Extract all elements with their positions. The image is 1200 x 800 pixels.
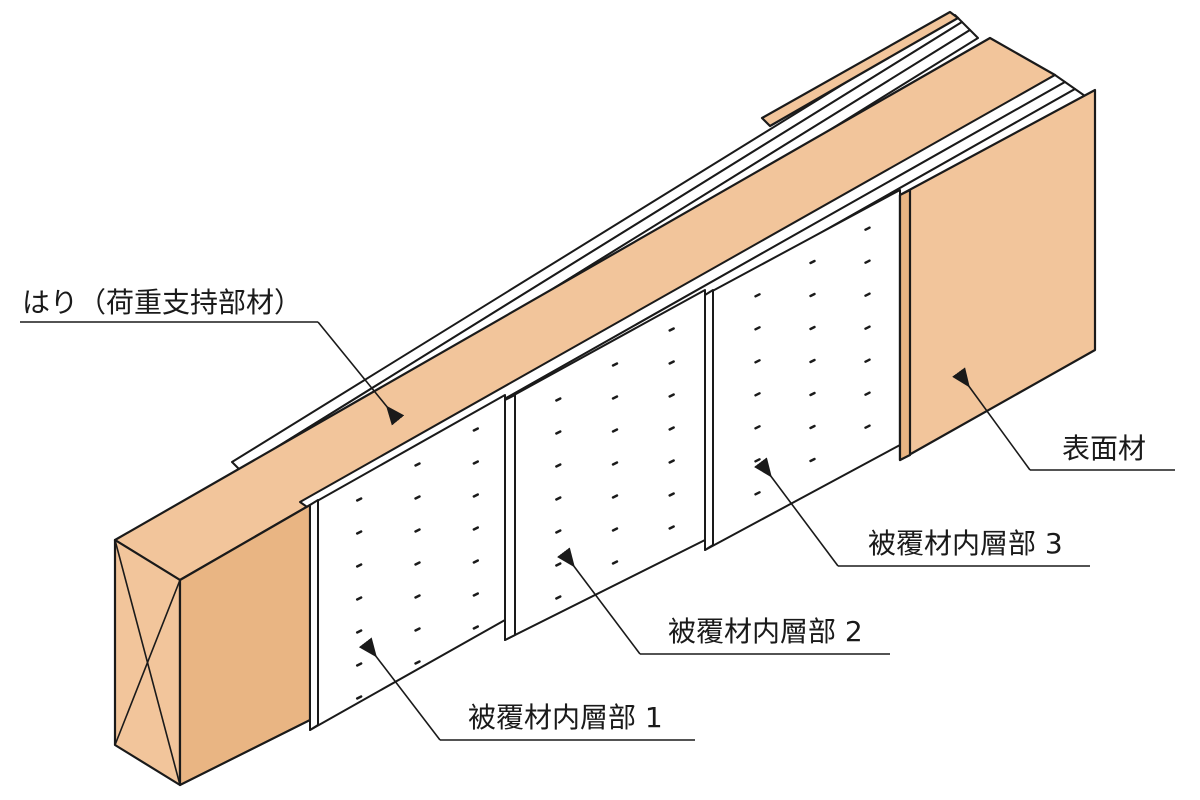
nail-mark [355, 695, 363, 700]
nail-mark [555, 430, 562, 435]
nail-mark [668, 393, 675, 398]
nail-mark [414, 495, 421, 500]
nail-mark [355, 662, 363, 667]
nail-mark [414, 561, 421, 566]
nail-mark [555, 496, 562, 501]
nail-mark [754, 491, 761, 496]
nail-mark [355, 629, 363, 634]
nail-mark [611, 560, 619, 565]
nail-mark [472, 493, 480, 498]
nail-mark [472, 427, 480, 432]
nail-mark [472, 592, 480, 597]
nail-mark [668, 525, 675, 530]
nail-mark [809, 358, 816, 364]
inner2-leader [556, 547, 641, 655]
nail-mark [355, 497, 363, 502]
nail-mark [414, 594, 421, 599]
label-beam: はり（荷重支持部材） [22, 286, 302, 319]
inner-board-2 [504, 289, 706, 641]
nail-mark [555, 595, 562, 600]
nail-mark [809, 292, 816, 298]
leader-lines [20, 321, 1175, 741]
nail-mark [611, 527, 619, 532]
nail-mark [472, 559, 480, 564]
nail-mark [809, 391, 816, 397]
inner-board-1 [309, 394, 506, 731]
nail-mark [864, 226, 871, 231]
surface-material-board [898, 88, 1097, 462]
nail-mark [611, 461, 619, 466]
nail-mark [864, 259, 871, 264]
nail-mark [355, 596, 363, 601]
nail-mark [864, 325, 871, 330]
nail-mark [555, 397, 562, 402]
nail-mark [809, 325, 816, 331]
nail-mark [754, 293, 761, 298]
nail-mark [668, 426, 675, 431]
nail-mark [668, 492, 675, 497]
nail-mark [472, 526, 480, 531]
nail-mark [355, 563, 363, 568]
beam-leader [317, 321, 405, 426]
label-inner-layer-3: 被覆材内層部 3 [868, 527, 1063, 560]
nail-marks [355, 226, 871, 700]
nail-mark [555, 463, 562, 468]
nail-mark [611, 362, 619, 367]
nail-mark [864, 424, 871, 429]
nail-mark [754, 359, 761, 364]
nail-mark [414, 660, 421, 665]
nail-mark [668, 360, 675, 365]
nail-mark [809, 259, 816, 265]
surface-leader [952, 367, 1031, 471]
nail-mark [754, 326, 761, 331]
nail-mark [611, 494, 619, 499]
nail-mark [472, 460, 480, 465]
nail-mark [809, 424, 816, 430]
nail-mark [611, 428, 619, 433]
inner3-leader [754, 457, 839, 567]
nail-mark [355, 530, 363, 535]
inner-board-3 [704, 189, 901, 551]
nail-mark [414, 528, 421, 533]
label-inner-layer-2: 被覆材内層部 2 [668, 615, 863, 648]
nail-mark [472, 625, 480, 630]
label-inner-layer-1: 被覆材内層部 1 [468, 701, 663, 734]
nail-mark [864, 292, 871, 297]
nail-mark [864, 391, 871, 396]
nail-mark [809, 457, 816, 463]
nail-mark [414, 627, 421, 632]
inner1-leader [358, 637, 441, 741]
nail-mark [754, 392, 761, 397]
nail-mark [414, 462, 421, 467]
nail-mark [555, 529, 562, 534]
nail-mark [611, 395, 619, 400]
nail-mark [754, 425, 761, 430]
nail-mark [668, 327, 675, 332]
nail-mark [668, 459, 675, 464]
label-surface-material: 表面材 [1062, 432, 1146, 465]
nail-mark [864, 358, 871, 363]
